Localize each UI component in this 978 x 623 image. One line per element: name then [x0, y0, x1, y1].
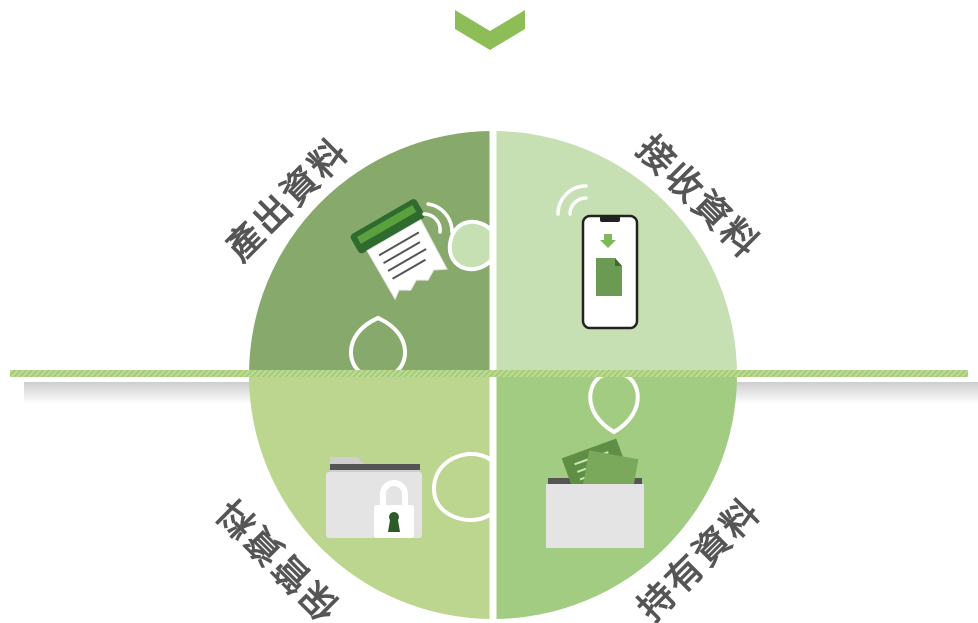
horizontal-divider: [10, 370, 968, 377]
document-folder-icon: [546, 438, 644, 548]
phone-download-icon: [556, 184, 639, 330]
puzzle-tab-left: [349, 315, 407, 377]
puzzle-tab-top: [447, 219, 495, 272]
chevron-down-icon: [455, 10, 525, 50]
receipt-printer-icon: [350, 199, 454, 301]
locked-folder-icon: [326, 457, 422, 538]
puzzle-tabs: [349, 219, 640, 522]
puzzle-tab-right: [588, 373, 640, 435]
puzzle-tab-bottom: [431, 452, 495, 522]
